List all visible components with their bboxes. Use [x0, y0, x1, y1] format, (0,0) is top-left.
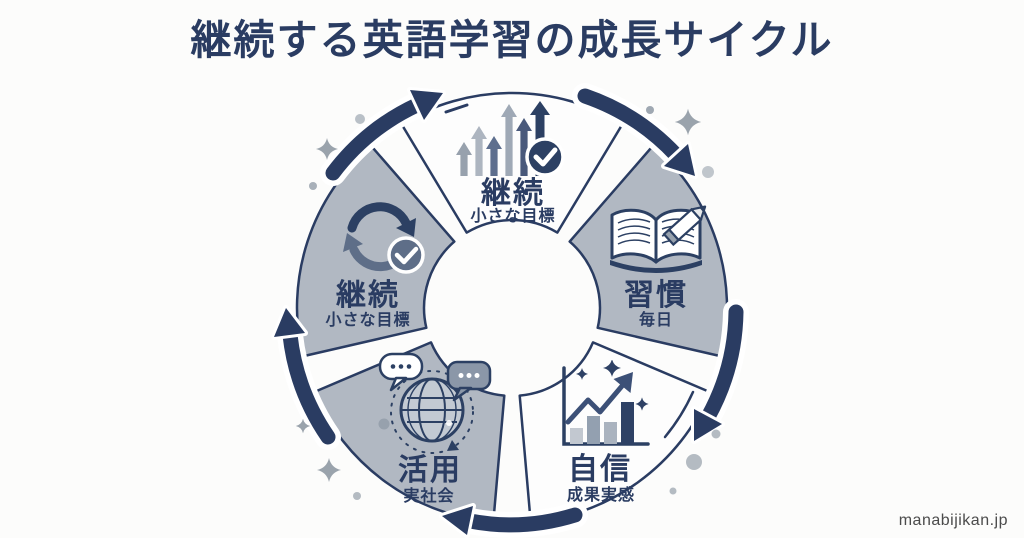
flow-arrow-top-right: [572, 83, 698, 179]
step-label-left: 継続: [336, 279, 400, 312]
step-label-bottom-left: 活用: [398, 454, 462, 487]
flow-arrow-top-left: [320, 87, 446, 186]
outline-arc: [663, 390, 695, 439]
flow-arrow-right: [691, 299, 749, 444]
bar-chart-growth-icon: [562, 360, 650, 446]
cycle-check-icon: [343, 202, 425, 274]
flow-arrow-bottom: [439, 502, 588, 538]
growth-arrows-icon: [456, 101, 565, 177]
dot-decorations: [309, 106, 721, 500]
watermark: manabijikan.jp: [898, 512, 1008, 529]
outline-dash: [444, 103, 469, 114]
globe-communication-icon: [378, 352, 492, 454]
book-pencil-icon: [610, 205, 707, 273]
diagram-title: 継続する英語学習の成長サイクル: [190, 17, 834, 63]
step-sublabel-bottom-left: 実社会: [403, 488, 455, 505]
flow-arrow-left: [271, 305, 341, 450]
step-sublabel-bottom-right: 成果実感: [566, 487, 636, 504]
step-label-right: 習慣: [624, 279, 688, 312]
step-sublabel-right: 毎日: [638, 312, 674, 329]
step-sublabel-top: 小さな目標: [470, 208, 556, 225]
step-label-bottom-right: 自信: [568, 453, 632, 486]
step-label-top: 継続: [481, 177, 545, 210]
step-sublabel-left: 小さな目標: [325, 312, 411, 329]
